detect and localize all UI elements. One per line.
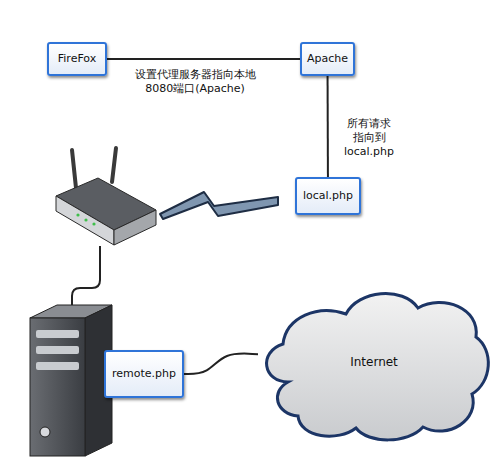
router-front (56, 196, 114, 245)
cloud-node: Internet (258, 282, 490, 442)
router-side (114, 210, 156, 245)
edge-label: 所有请求 指向到 local.php (338, 117, 400, 158)
server-front (30, 318, 85, 456)
router-antenna (72, 150, 76, 188)
connector-line (107, 58, 300, 60)
connector-line (327, 76, 329, 177)
server-bay (36, 330, 79, 338)
server-button (40, 427, 50, 437)
router-light (84, 218, 87, 221)
process-box: local.php (295, 177, 361, 215)
server-illustration (30, 305, 112, 456)
node-label: FireFox (58, 52, 96, 65)
router-antenna (112, 148, 116, 182)
server-bay (36, 362, 79, 370)
router-light (92, 222, 95, 225)
process-box: Apache (300, 42, 355, 76)
wireless-link (160, 192, 278, 219)
server-bay (36, 346, 79, 354)
node-label: remote.php (112, 367, 176, 380)
network-wire (72, 246, 100, 306)
node-label: Internet (350, 355, 398, 369)
cloud-shape (267, 294, 489, 440)
node-label: Apache (307, 52, 348, 65)
process-box: FireFox (47, 42, 107, 76)
router-illustration (56, 148, 156, 245)
process-box: remote.php (104, 350, 184, 398)
node-label: local.php (303, 189, 353, 202)
connector-line (184, 354, 258, 374)
router-light (76, 213, 79, 216)
edge-label: 设置代理服务器指向本地 8080端口(Apache) (120, 68, 270, 96)
